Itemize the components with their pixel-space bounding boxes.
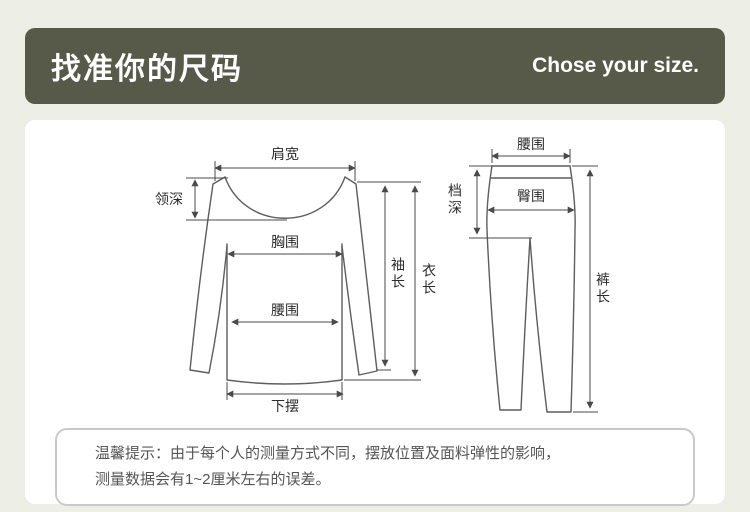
notice-line-1: 温馨提示：由于每个人的测量方式不同，摆放位置及面料弹性的影响， <box>95 445 561 462</box>
label-shirt-waist: 腰围 <box>271 302 299 318</box>
shirt-outline <box>189 176 378 385</box>
label-shirt-garment-length: 衣长 <box>421 263 437 297</box>
measurement-drawing <box>186 149 598 413</box>
dimension-arrows-pants <box>469 149 598 413</box>
label-pants-hip: 臀围 <box>517 188 545 204</box>
label-shirt-sleeve-length: 袖长 <box>390 257 406 291</box>
label-shirt-shoulder-width: 肩宽 <box>271 146 299 162</box>
label-pants-waist: 腰围 <box>517 136 545 152</box>
dimension-arrows-shirt <box>186 161 421 400</box>
header-banner: 找准你的尺码 Chose your size. <box>25 28 725 104</box>
label-pants-crotch-depth: 档深 <box>447 183 463 217</box>
notice-line-2: 测量数据会有1~2厘米左右的误差。 <box>95 471 331 488</box>
label-shirt-hem: 下摆 <box>271 398 299 414</box>
page-subtitle: Chose your size. <box>532 54 699 77</box>
label-shirt-chest: 胸围 <box>271 234 299 250</box>
notice-box: 温馨提示：由于每个人的测量方式不同，摆放位置及面料弹性的影响， 测量数据会有1~… <box>55 428 695 506</box>
label-pants-length: 裤长 <box>595 272 611 306</box>
page-title: 找准你的尺码 <box>51 53 243 86</box>
size-panel: 肩宽 领深 胸围 腰围 下摆 袖长 衣长 腰围 档深 臀围 裤长 温馨提示：由于… <box>25 120 725 506</box>
label-shirt-neck-depth: 领深 <box>155 191 183 207</box>
size-diagram: 肩宽 领深 胸围 腰围 下摆 袖长 衣长 腰围 档深 臀围 裤长 <box>25 132 725 427</box>
